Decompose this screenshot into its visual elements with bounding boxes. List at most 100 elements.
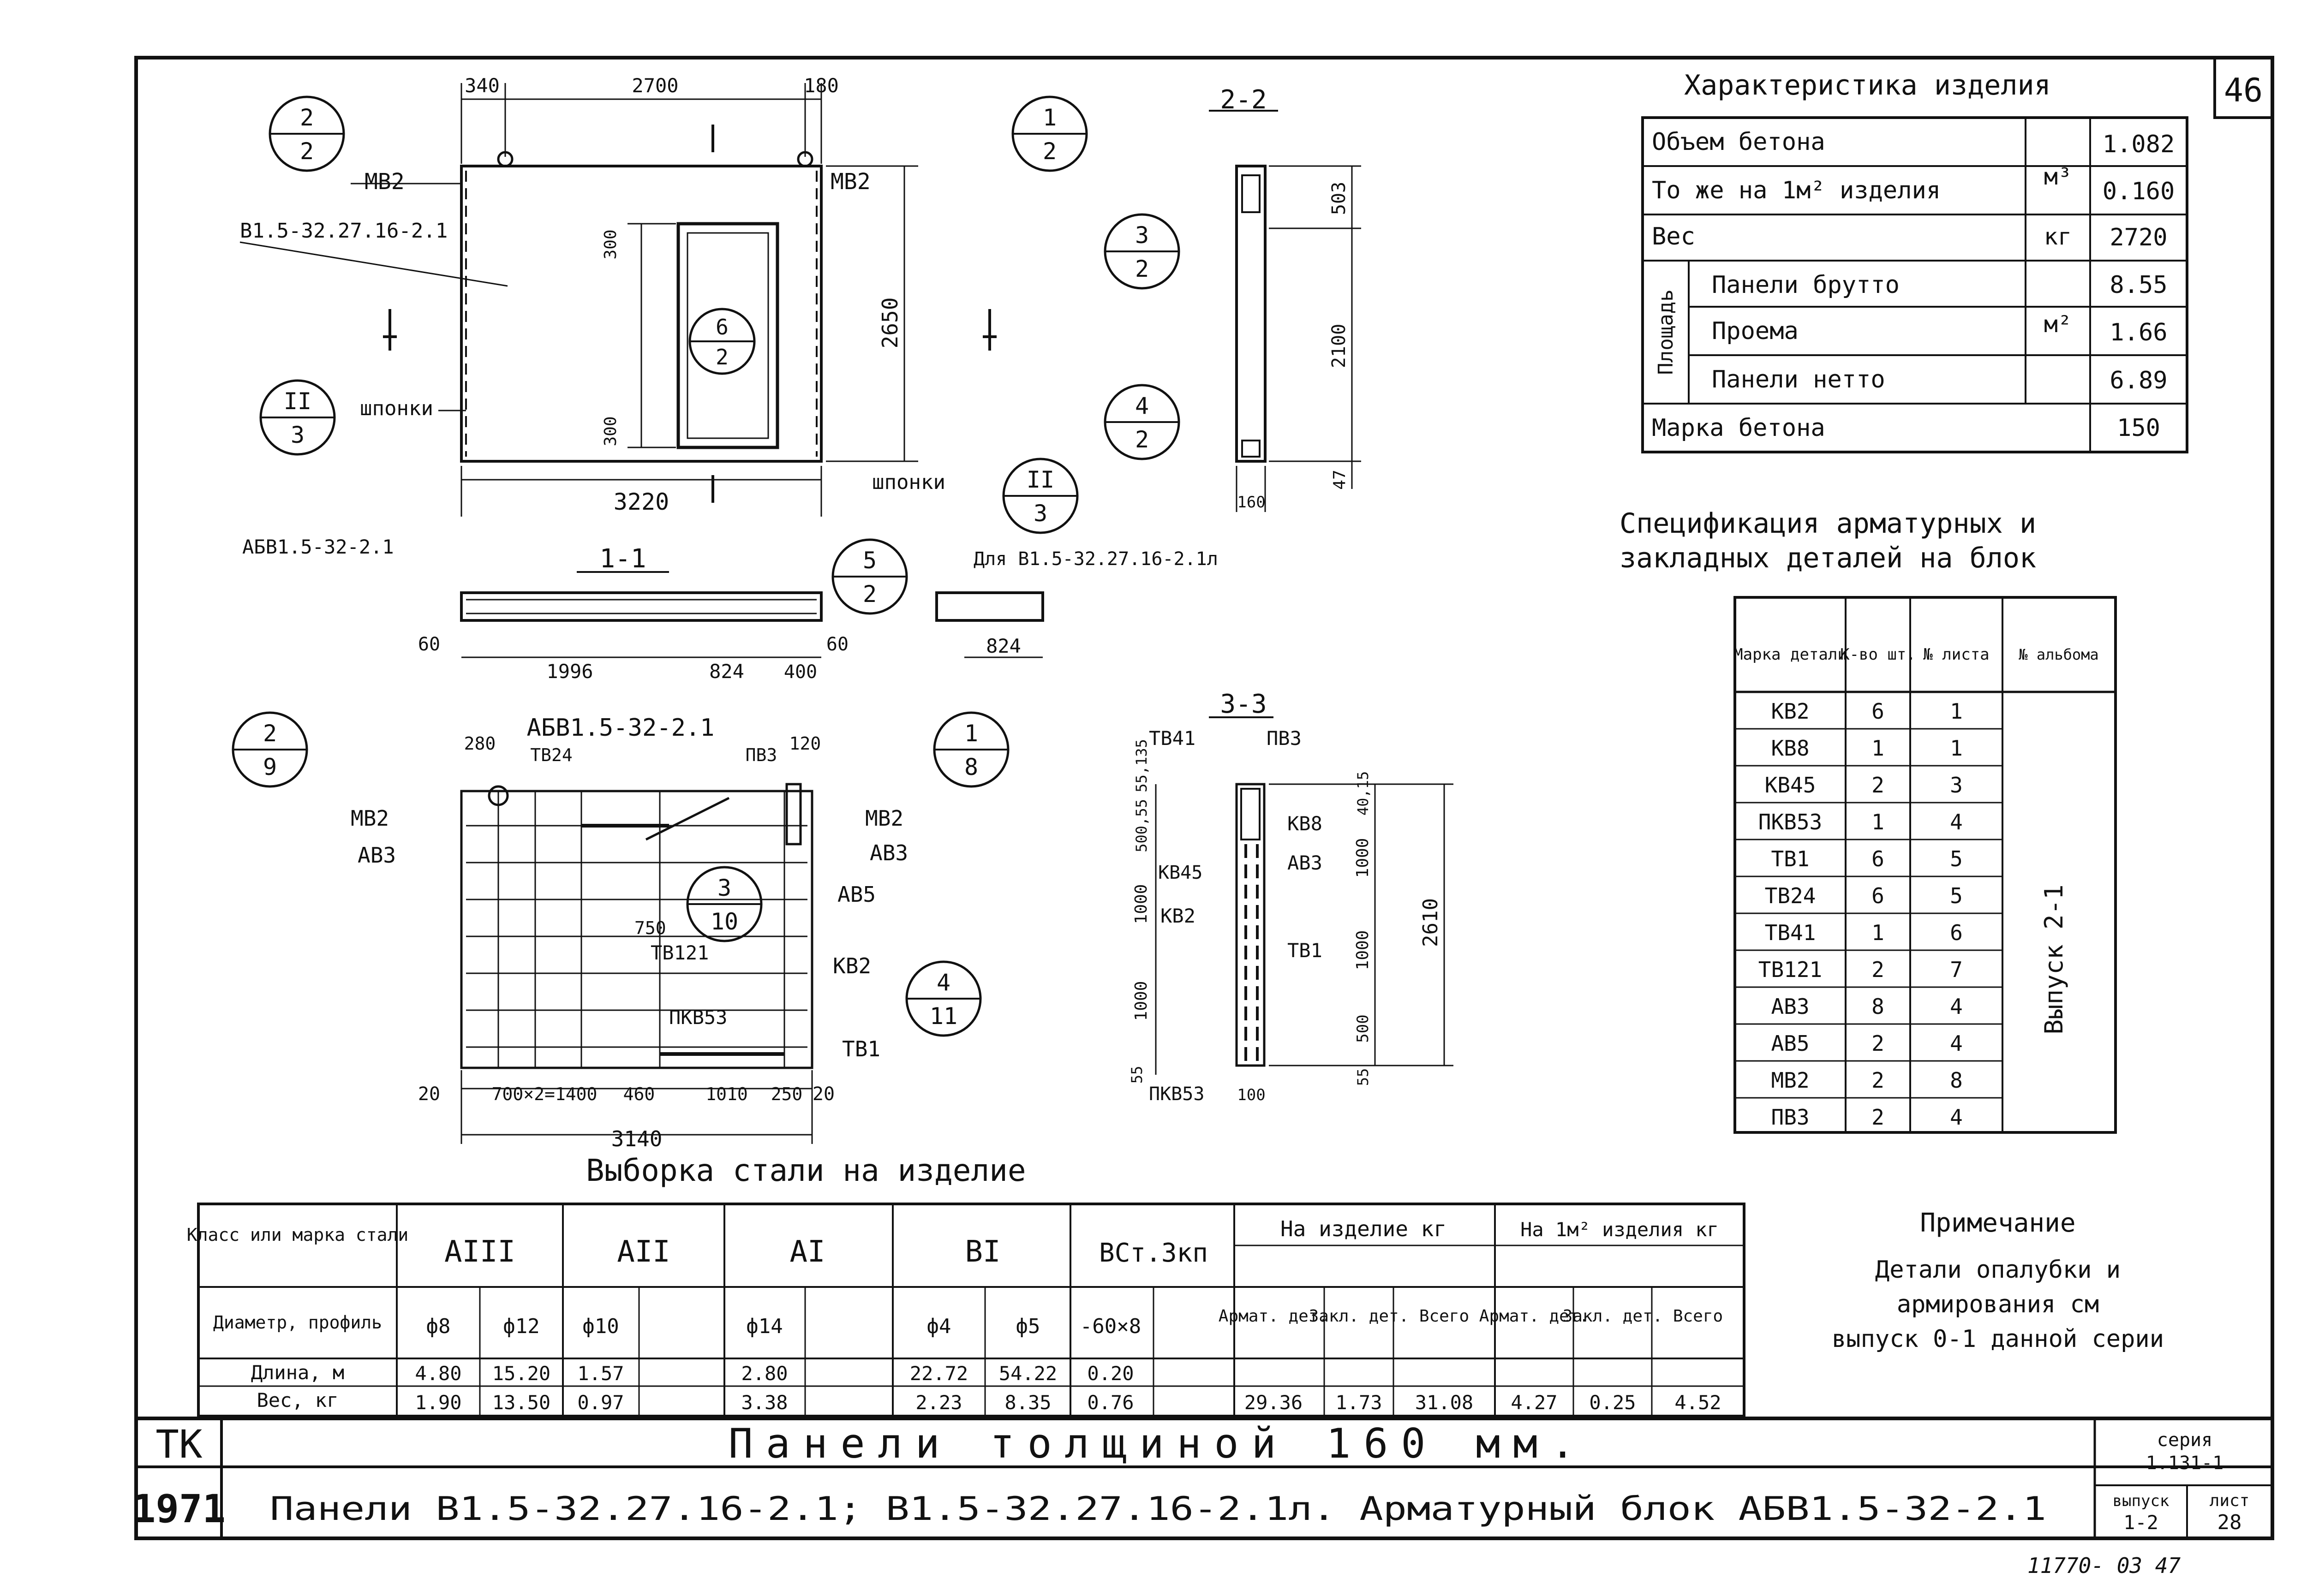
steel-diam-label: Диаметр, профиль [213, 1312, 382, 1333]
steel-weight: 0.97 [577, 1391, 624, 1414]
steel-class: ВI [965, 1235, 1000, 1269]
sheet-value: 28 [2217, 1511, 2242, 1534]
cage-label-ab3-right: АВ3 [870, 840, 908, 865]
steel-length: 54.22 [999, 1362, 1057, 1385]
dim-2700: 2700 [632, 74, 678, 97]
steel-total: 4.27 [1511, 1391, 1557, 1414]
panel-front-view [383, 83, 997, 517]
steel-subheader: Всего [1419, 1307, 1469, 1326]
sec33-dim-right-a: 40,15 [1354, 771, 1372, 816]
note-line: армирования см [1897, 1291, 2099, 1318]
steel-length: 22.72 [910, 1362, 968, 1385]
cage-label-kb2: КВ2 [833, 953, 871, 978]
callout-top: 4 [937, 969, 950, 996]
section-1-1-title: 1-1 [599, 544, 646, 574]
char-label: Вес [1652, 223, 1695, 250]
steel-length: 2.80 [741, 1362, 788, 1385]
callout-bottom: 3 [1034, 500, 1047, 527]
char-area-label: Площадь [1654, 289, 1678, 375]
steel-class: АIII [444, 1235, 515, 1269]
title-tk: ТК [155, 1422, 203, 1467]
dim-300-bottom: 300 [601, 416, 620, 446]
spec-cell-sheet: 3 [1950, 773, 1963, 798]
char-unit: кг [2044, 223, 2072, 250]
label-variant: Для В1.5-32.27.16-2.1л [974, 548, 1218, 570]
spec-cell-sheet: 5 [1950, 846, 1963, 871]
dim-160: 160 [1237, 493, 1265, 512]
title-year: 1971 [132, 1486, 226, 1531]
char-value: 1.082 [2103, 131, 2175, 158]
char-label: Проема [1712, 317, 1799, 345]
callout-top: 3 [1135, 222, 1149, 249]
callout-bottom: 11 [930, 1003, 957, 1030]
steel-length: 4.80 [415, 1362, 461, 1385]
dim-1996: 1996 [546, 660, 593, 683]
sec33-label-pkb53: ПКВ53 [1149, 1084, 1204, 1105]
spec-cell-sheet: 4 [1950, 1031, 1963, 1056]
dim-824: 824 [709, 660, 744, 683]
callout-bottom: 2 [863, 581, 877, 607]
sec33-label-kb8: КВ8 [1287, 812, 1322, 835]
spec-cell-qty: 2 [1871, 1068, 1884, 1093]
sec33-label-ab3: АВ3 [1287, 852, 1322, 874]
cage-title: АБВ1.5-32-2.1 [527, 714, 715, 742]
char-label: Панели нетто [1712, 366, 1885, 393]
spec-cell-sheet: 7 [1950, 957, 1963, 982]
spec-cell-mark: ТВ1 [1771, 846, 1809, 871]
spec-cell-qty: 8 [1871, 994, 1884, 1019]
cage-dim-20-left: 20 [418, 1084, 440, 1105]
steel-subheader: Всего [1673, 1307, 1723, 1326]
spec-cell-sheet: 8 [1950, 1068, 1963, 1093]
spec-cell-mark: ТВ41 [1765, 920, 1816, 945]
steel-subheader: Закл. дет. [1309, 1307, 1409, 1326]
cage-dim-20-right: 20 [813, 1084, 835, 1105]
spec-cell-qty: 6 [1871, 699, 1884, 724]
sec33-dim-right-c: 1000 [1353, 930, 1372, 971]
sec33-label-kb2: КВ2 [1160, 905, 1195, 927]
char-value: 2720 [2110, 224, 2167, 251]
sec33-label-kb45: КВ45 [1158, 862, 1202, 883]
steel-table-grid [197, 1203, 1745, 1417]
char-label: Объем бетона [1652, 128, 1825, 156]
char-value: 1.66 [2110, 319, 2167, 346]
sec33-dim-100: 100 [1237, 1086, 1265, 1104]
dim-2100: 2100 [1328, 324, 1350, 368]
issue-value: 1-2 [2123, 1511, 2158, 1534]
characteristics-table-grid [1641, 116, 2188, 453]
label-keys-right: шпонки [872, 470, 945, 494]
steel-subheader: Армат. дет. [1219, 1307, 1328, 1326]
page-number: 46 [2224, 71, 2263, 109]
dim-300-top: 300 [601, 229, 620, 259]
callout-bottom: 2 [300, 138, 314, 165]
cage-label-ab5: АВ5 [837, 882, 876, 907]
spec-cell-qty: 2 [1871, 773, 1884, 798]
spec-cell-mark: ТВ121 [1758, 957, 1822, 982]
steel-weight: 13.50 [492, 1391, 550, 1414]
spec-cell-qty: 1 [1871, 736, 1884, 761]
label-keys-left: шпонки [360, 397, 433, 420]
spec-cell-qty: 2 [1871, 1031, 1884, 1056]
steel-class: АII [617, 1235, 670, 1269]
callout-top: II [1027, 466, 1054, 493]
cage-dim-1010: 1010 [705, 1084, 748, 1104]
cage-dim-280: 280 [464, 733, 496, 754]
spec-header-mark: Марка детали [1733, 645, 1847, 664]
dim-3220: 3220 [614, 488, 669, 515]
steel-length: 15.20 [492, 1362, 550, 1385]
steel-length-label: Длина, м [251, 1361, 344, 1384]
char-label: Панели брутто [1712, 271, 1900, 299]
callout-bottom: 8 [964, 754, 978, 780]
callout-bottom: 2 [716, 345, 729, 369]
note-line: выпуск 0-1 данной серии [1832, 1325, 2164, 1353]
cage-dim-1400: 700×2=1400 [492, 1084, 598, 1104]
steel-subheader: Закл. дет. [1563, 1307, 1663, 1326]
steel-total: 29.36 [1244, 1391, 1303, 1414]
steel-class: ВСт.3кп [1099, 1238, 1208, 1268]
sec33-dim-left-c: 1000 [1132, 884, 1151, 924]
spec-table-grid [1733, 596, 2117, 1134]
char-label: Марка бетона [1652, 414, 1825, 442]
spec-cell-mark: КВ2 [1771, 699, 1809, 724]
sec33-dim-2610: 2610 [1419, 898, 1442, 947]
steel-per-item: На изделие кг [1280, 1216, 1446, 1241]
spec-cell-qty: 6 [1871, 846, 1884, 871]
